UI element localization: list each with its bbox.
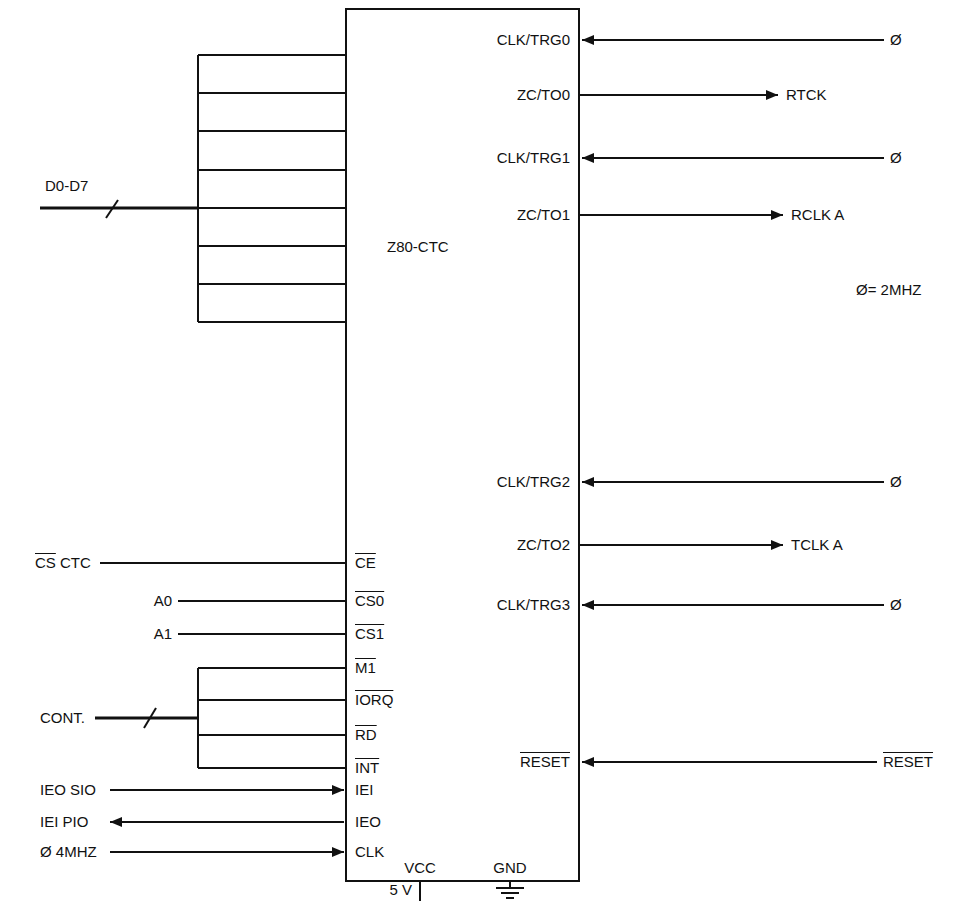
wire — [100, 562, 345, 564]
bus-line — [95, 717, 198, 720]
bus-wire — [198, 321, 345, 323]
chip-box: Z80-CTC — [345, 8, 580, 882]
pin-label: CE — [355, 554, 376, 572]
arrow-wire — [582, 39, 884, 41]
pin-label: ZC/TO2 — [517, 536, 570, 554]
bus-label: D0-D7 — [45, 177, 88, 195]
bus-wire — [198, 734, 345, 736]
signal-label: IEI PIO — [40, 813, 88, 831]
bus-wire — [198, 699, 345, 701]
arrow-wire — [110, 821, 344, 823]
clock-label: Ø — [890, 473, 902, 491]
pin-label: M1 — [355, 659, 376, 677]
arrow-wire — [580, 214, 783, 216]
arrow-wire — [582, 481, 884, 483]
ground-symbol — [496, 887, 524, 889]
note-label: Ø= 2MHZ — [856, 281, 921, 299]
arrow-wire — [580, 544, 783, 546]
bus-slash — [106, 200, 118, 218]
arrow-wire — [582, 761, 877, 763]
wire — [178, 600, 345, 602]
signal-label: A0 — [154, 592, 172, 610]
bus-wire — [198, 283, 345, 285]
pin-label: CS1 — [355, 625, 384, 643]
pin-label: CLK/TRG3 — [497, 596, 570, 614]
clock-label: Ø — [890, 596, 902, 614]
arrow-wire — [110, 851, 344, 853]
signal-label: RTCK — [786, 86, 827, 104]
arrow-wire — [580, 94, 778, 96]
bus-wire — [198, 667, 345, 669]
bus-slash — [144, 708, 156, 728]
signal-label: IEO SIO — [40, 781, 96, 799]
arrow-wire — [582, 604, 884, 606]
pin-label: ZC/TO0 — [517, 86, 570, 104]
pin-label: CLK/TRG1 — [497, 149, 570, 167]
bus-wire — [198, 245, 345, 247]
ground-symbol — [506, 897, 514, 899]
pin-label: VCC — [404, 859, 436, 877]
ground-symbol — [501, 892, 519, 894]
pin-label: GND — [493, 859, 526, 877]
chip-name: Z80-CTC — [387, 238, 449, 256]
clock-label: Ø — [890, 31, 902, 49]
bus-label: CONT. — [40, 709, 85, 727]
bus-wire — [198, 767, 345, 769]
bus-wire — [198, 54, 345, 56]
pin-label: CLK/TRG0 — [497, 31, 570, 49]
bus-wire — [198, 130, 345, 132]
pin-label: IEI — [355, 781, 373, 799]
power-label: 5 V — [389, 881, 412, 899]
signal-label: RESET — [883, 753, 933, 771]
clock-label: Ø 4MHZ — [40, 843, 97, 861]
signal-label: A1 — [154, 625, 172, 643]
pin-label: CLK/TRG2 — [497, 473, 570, 491]
pin-label: RD — [355, 726, 377, 744]
arrow-wire — [110, 789, 344, 791]
bus-bar — [197, 55, 199, 322]
pin-label: IORQ — [355, 691, 393, 709]
pin-label: CLK — [355, 843, 384, 861]
bus-wire — [198, 92, 345, 94]
signal-label: TCLK A — [791, 536, 843, 554]
wire — [178, 633, 345, 635]
signal-label: RCLK A — [791, 206, 844, 224]
pin-label: INT — [355, 759, 379, 777]
pin-label: RESET — [520, 753, 570, 771]
clock-label: Ø — [890, 149, 902, 167]
bus-wire — [198, 207, 345, 209]
bus-wire — [198, 169, 345, 171]
bus-line — [40, 207, 198, 210]
signal-label: CS CTC — [35, 554, 91, 572]
pin-label: CS0 — [355, 592, 384, 610]
power-wire — [419, 882, 421, 901]
arrow-wire — [582, 157, 884, 159]
pin-label: ZC/TO1 — [517, 206, 570, 224]
pin-label: IEO — [355, 813, 381, 831]
